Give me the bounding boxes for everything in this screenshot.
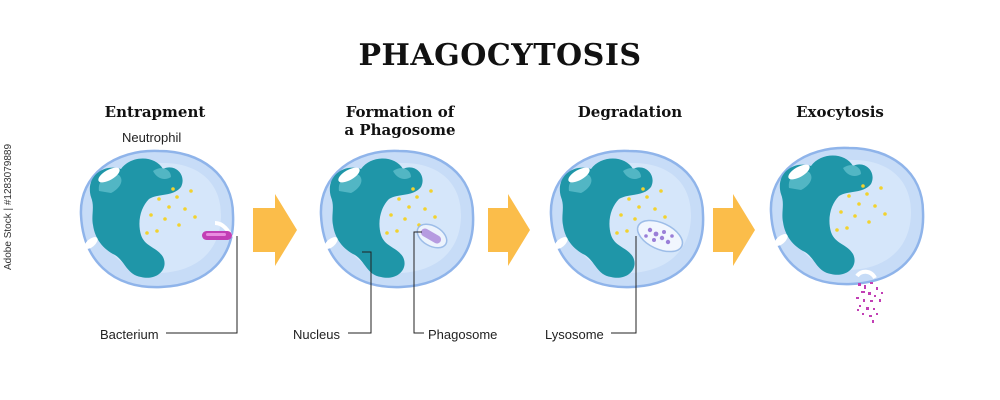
neutrophil-cell-phagosome [319, 149, 475, 289]
leader-line-phagosome [413, 231, 424, 334]
phagosome-label: Phagosome [428, 327, 498, 342]
leader-line-lysosome [611, 236, 637, 334]
lysosome-label: Lysosome [545, 327, 604, 342]
stage-title-formation: Formation of a Phagosome [320, 103, 480, 139]
stage-title-degradation: Degradation [577, 103, 683, 121]
leader-line-bacterium [166, 236, 238, 334]
stage-arrow-1 [253, 194, 297, 266]
stage-arrow-3 [713, 194, 755, 266]
stage-title-entrapment: Entrapment [104, 103, 206, 121]
neutrophil-label: Neutrophil [122, 130, 182, 145]
neutrophil-cell-entrapment [79, 149, 235, 289]
nucleus-label: Nucleus [293, 327, 340, 342]
bacterium-icon [202, 231, 232, 240]
neutrophil-cell-exocytosis [769, 146, 925, 286]
stage-arrow-2 [488, 194, 530, 266]
bacterium-label: Bacterium [100, 327, 159, 342]
leader-line-nucleus [348, 251, 372, 334]
diagram-title: PHAGOCYTOSIS [358, 38, 642, 73]
stage-title-exocytosis: Exocytosis [796, 103, 884, 121]
debris-icon [856, 282, 883, 323]
stage-title-formation-line1: Formation of [345, 103, 455, 121]
lysosome-icon [636, 219, 684, 253]
neutrophil-cell-degradation [549, 149, 705, 289]
phagosome-icon [416, 223, 448, 249]
stage-title-formation-line2: a Phagosome [344, 121, 456, 139]
